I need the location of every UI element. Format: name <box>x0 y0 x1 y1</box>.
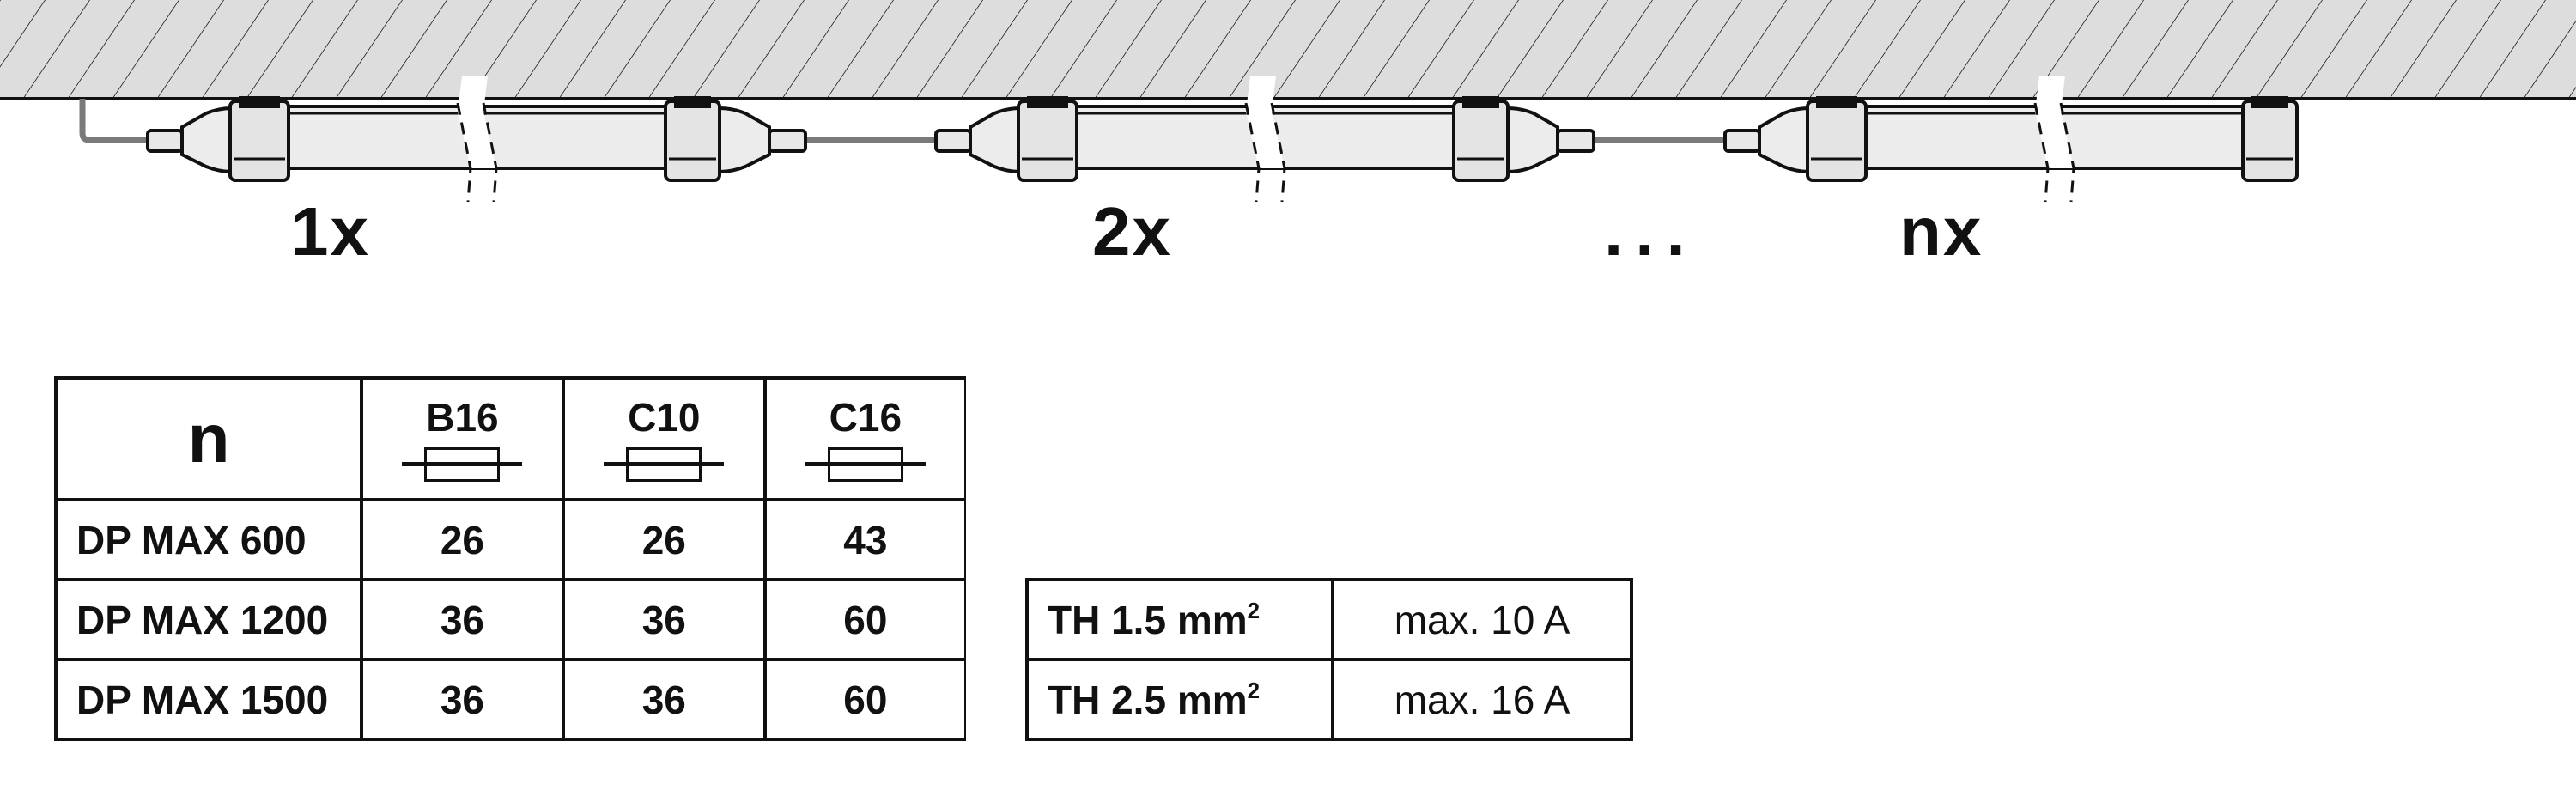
table-row: TH 2.5 mm2 max. 16 A <box>1025 658 1633 741</box>
count-label-2x: 2x <box>1092 193 1172 270</box>
table-row: DP MAX 1200 36 36 60 <box>54 578 967 661</box>
mounting-clip <box>2241 100 2299 182</box>
length-break <box>1246 76 1285 168</box>
table-cell: 60 <box>762 658 967 741</box>
table-row: DP MAX 600 26 26 43 <box>54 498 967 581</box>
length-break <box>458 76 496 168</box>
mounting-clip <box>664 100 721 182</box>
cable-size: TH 1.5 mm2 <box>1025 578 1334 661</box>
fuse-icon <box>805 446 926 483</box>
ceiling <box>0 0 2576 100</box>
column-header-c10: C10 <box>561 376 767 501</box>
ellipsis-label: ... <box>1604 193 1698 270</box>
column-label: C10 <box>628 395 701 440</box>
column-header-b16: B16 <box>360 376 565 501</box>
column-header-c16: C16 <box>762 376 967 501</box>
breaker-table: n B16 C10 C16 DP MAX 600 26 26 43 DP MAX… <box>54 376 967 741</box>
installation-diagram <box>0 0 2576 203</box>
row-header: DP MAX 1200 <box>54 578 363 661</box>
table-cell: 60 <box>762 578 967 661</box>
connector-icon <box>1556 129 1595 153</box>
length-break <box>2035 76 2074 168</box>
table-row: DP MAX 1500 36 36 60 <box>54 658 967 741</box>
mounting-clip <box>228 100 290 182</box>
column-label: C16 <box>829 395 902 440</box>
connector-icon <box>934 129 972 153</box>
mounting-clip <box>1017 100 1078 182</box>
row-header: DP MAX 600 <box>54 498 363 581</box>
table-header-row: n B16 C10 C16 <box>54 376 967 501</box>
fuse-icon <box>604 446 725 483</box>
table-cell: 26 <box>360 498 565 581</box>
column-label: B16 <box>426 395 499 440</box>
cables <box>79 99 1725 143</box>
table-cell: 43 <box>762 498 967 581</box>
max-current: max. 10 A <box>1331 578 1633 661</box>
table-cell: 26 <box>561 498 767 581</box>
table-row: TH 1.5 mm2 max. 10 A <box>1025 578 1633 661</box>
luminaire <box>1723 76 2299 203</box>
connector-icon <box>1723 129 1761 153</box>
mounting-clip <box>1452 100 1510 182</box>
feed-cable <box>79 99 148 143</box>
table-cell: 36 <box>561 578 767 661</box>
fuse-icon <box>402 446 523 483</box>
row-header: DP MAX 1500 <box>54 658 363 741</box>
cable-table: TH 1.5 mm2 max. 10 A TH 2.5 mm2 max. 16 … <box>1025 578 1633 741</box>
max-current: max. 16 A <box>1331 658 1633 741</box>
corner-header: n <box>54 376 363 501</box>
table-cell: 36 <box>360 658 565 741</box>
luminaire <box>146 76 807 203</box>
count-label-nx: nx <box>1899 193 1984 270</box>
mounting-clip <box>1806 100 1868 182</box>
cable-size: TH 2.5 mm2 <box>1025 658 1334 741</box>
luminaire <box>934 76 1595 203</box>
connector-icon <box>768 129 807 153</box>
count-label-1x: 1x <box>290 193 370 270</box>
connector-icon <box>146 129 184 153</box>
table-cell: 36 <box>360 578 565 661</box>
table-cell: 36 <box>561 658 767 741</box>
